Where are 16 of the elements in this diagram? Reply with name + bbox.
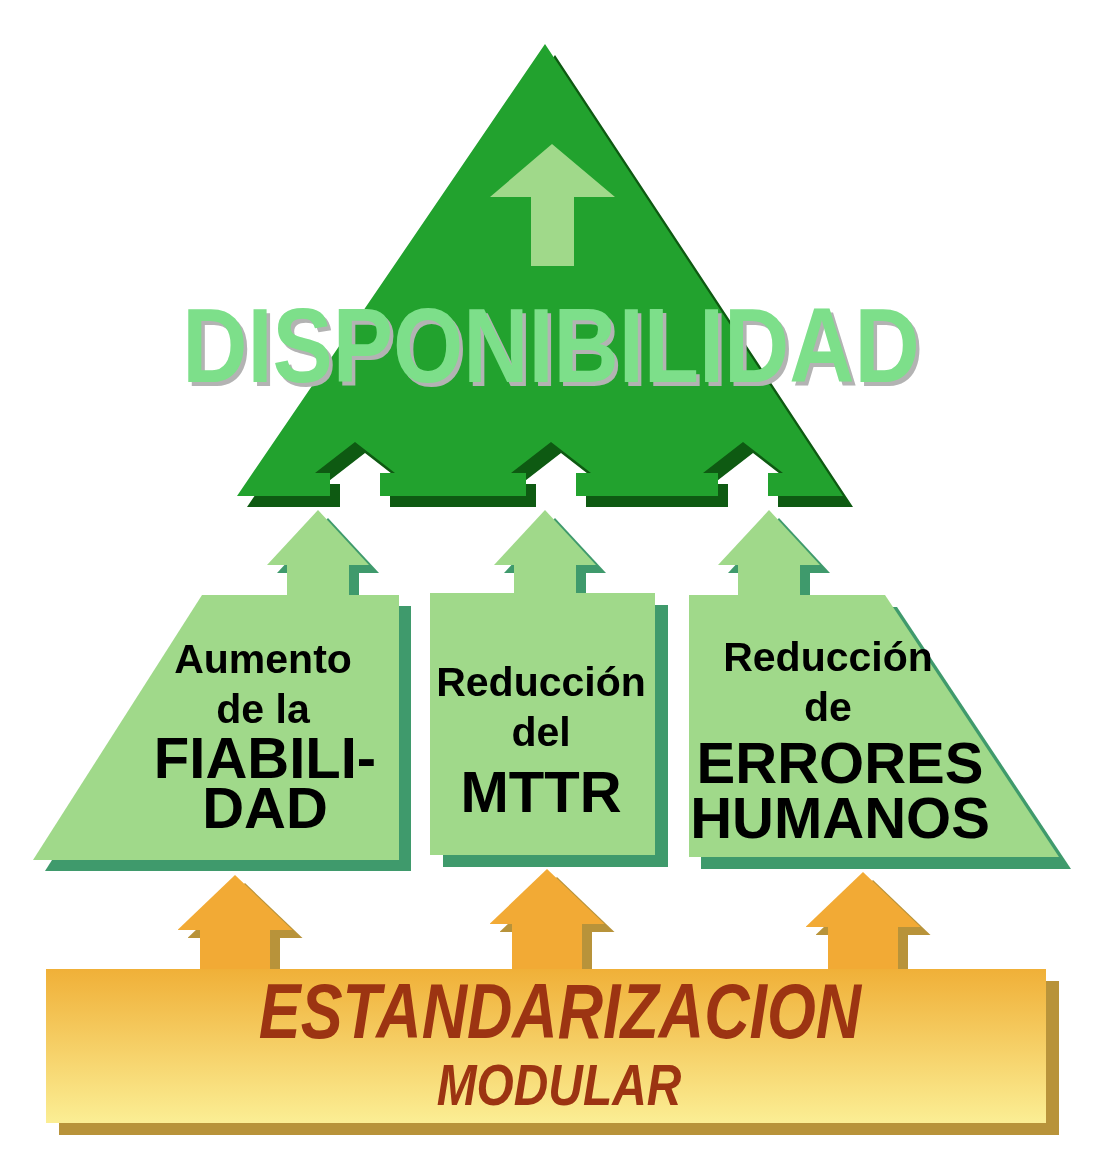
node-heading: ESTANDARIZACION [257, 972, 863, 1050]
node-heading: MTTR [459, 767, 623, 817]
arrow [489, 869, 605, 969]
node-label: Reducción de [722, 633, 934, 732]
node-heading: ERRORES HUMANOS [689, 735, 991, 845]
node-label: Reducción del [435, 658, 647, 757]
arrow [805, 872, 921, 969]
node-label: MODULAR [435, 1057, 683, 1114]
arrow [718, 510, 820, 595]
node-heading: FIABILI- DAD [152, 733, 378, 833]
node-label: Aumento de la [173, 635, 353, 734]
base-bar [46, 969, 1061, 1137]
arrow [267, 510, 369, 595]
arrow [177, 875, 293, 969]
arrow [494, 510, 596, 593]
trapezoid-panel [689, 595, 1073, 872]
